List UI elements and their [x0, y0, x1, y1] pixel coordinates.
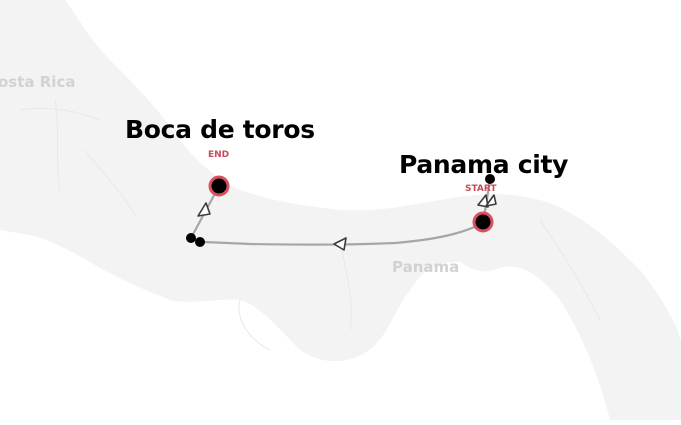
city-label-boca-de-toros: Boca de toros: [125, 115, 315, 144]
route-direction-arrows: [197, 194, 497, 251]
start-marker[interactable]: [472, 211, 494, 233]
end-marker[interactable]: [208, 175, 230, 197]
water-patch: [422, 265, 595, 420]
waypoint-marker: [195, 237, 205, 247]
arrow-icon: [197, 202, 211, 217]
country-label-costa-rica: osta Rica: [0, 73, 76, 91]
arrow-icon: [477, 194, 489, 208]
arrow-icon: [333, 237, 347, 251]
waypoint-marker: [485, 174, 495, 184]
province-borders: [19, 99, 601, 351]
start-tag: START: [465, 184, 497, 194]
waypoint-marker: [186, 233, 196, 243]
end-tag: END: [208, 150, 230, 160]
waypoints: [186, 174, 495, 247]
arrow-icon: [485, 194, 497, 207]
country-label-panama: Panama: [392, 258, 460, 276]
city-label-panama-city: Panama city: [399, 150, 569, 179]
